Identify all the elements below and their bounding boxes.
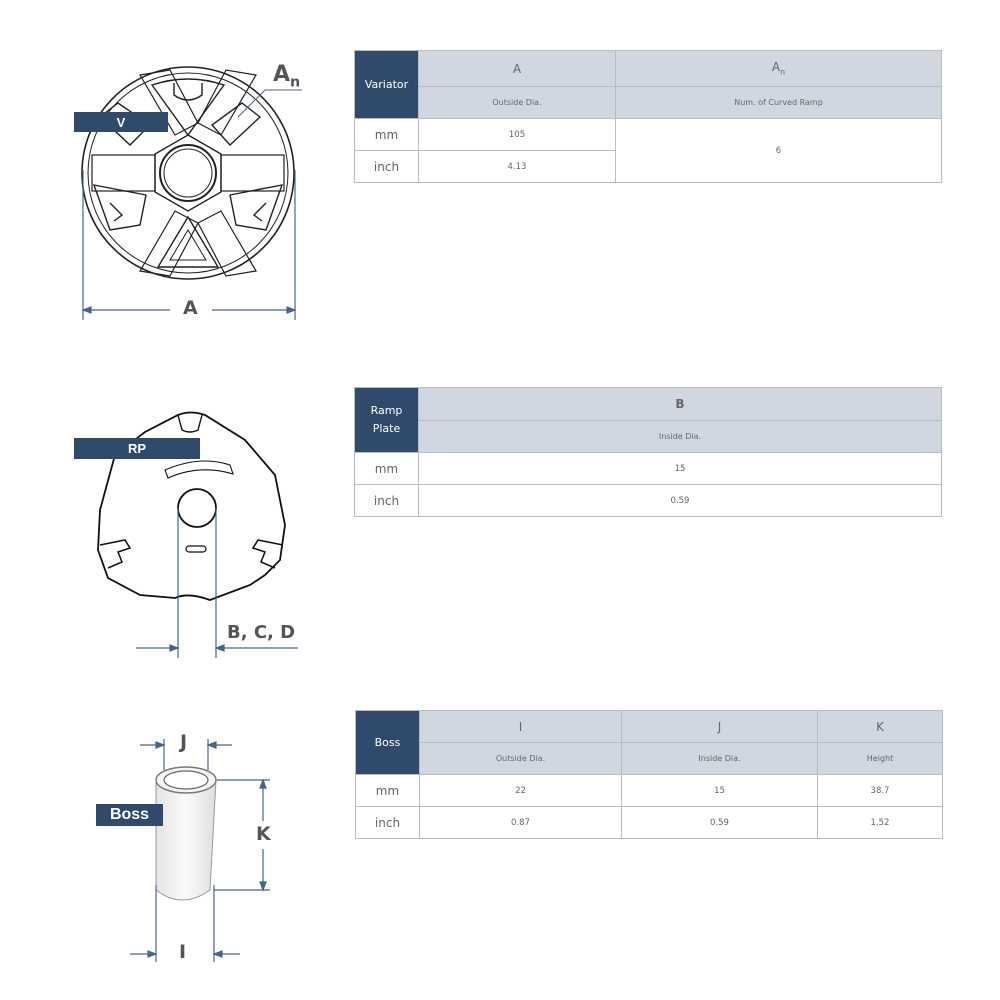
column-desc-outside-dia: Outside Dia. <box>418 86 616 119</box>
column-header-An: An <box>615 50 942 87</box>
column-header-J: J <box>621 710 818 743</box>
table-cell: 0.59 <box>418 484 942 517</box>
column-desc-height: Height <box>817 742 943 775</box>
table-cell: 0.59 <box>621 806 818 839</box>
table-cell-merged: 6 <box>615 118 942 183</box>
column-desc-curved-ramp: Num. of Curved Ramp <box>615 86 942 119</box>
dimension-label-J: J <box>180 731 188 753</box>
boss-drawing-icon <box>130 739 270 962</box>
dimension-label-An: An <box>273 62 301 91</box>
table-cell: 15 <box>621 774 818 807</box>
column-desc-inside-dia: Inside Dia. <box>621 742 818 775</box>
boss-tag: Boss <box>96 804 163 826</box>
variator-spec-table: Variator A An Outside Dia. Num. of Curve… <box>354 50 942 183</box>
row-unit-mm: mm <box>354 118 419 151</box>
boss-spec-table: Boss I J K Outside Dia. Inside Dia. Heig… <box>355 710 943 839</box>
column-desc-inside-dia: Inside Dia. <box>418 420 942 453</box>
row-unit-inch: inch <box>355 806 420 839</box>
dimension-label-I: I <box>179 941 187 963</box>
variator-drawing-icon <box>81 66 302 320</box>
row-unit-mm: mm <box>355 774 420 807</box>
column-header-K: K <box>817 710 943 743</box>
dimension-label-A: A <box>183 297 198 319</box>
table-cell: 4.13 <box>418 150 616 183</box>
column-header-A: A <box>418 50 616 87</box>
column-header-I: I <box>419 710 622 743</box>
dimension-label-K: K <box>256 823 271 845</box>
table-cell: 1.52 <box>817 806 943 839</box>
table-corner-variator: Variator <box>354 50 419 119</box>
table-corner-boss: Boss <box>355 710 420 775</box>
column-desc-outside-dia: Outside Dia. <box>419 742 622 775</box>
table-cell: 0.87 <box>419 806 622 839</box>
column-header-B: B <box>418 387 942 421</box>
variator-diagram: An A <box>70 55 310 325</box>
row-unit-inch: inch <box>354 150 419 183</box>
row-unit-mm: mm <box>354 452 419 485</box>
variator-tag: V <box>74 112 168 132</box>
boss-diagram: J K I <box>90 725 290 970</box>
ramp-plate-diagram: B, C, D <box>70 400 310 665</box>
dimension-label-bcd: B, C, D <box>227 622 296 643</box>
ramp-plate-drawing-icon <box>97 411 298 658</box>
table-cell: 15 <box>418 452 942 485</box>
table-cell: 38.7 <box>817 774 943 807</box>
ramp-plate-tag: RP <box>74 438 200 459</box>
table-cell: 22 <box>419 774 622 807</box>
table-cell: 105 <box>418 118 616 151</box>
row-unit-inch: inch <box>354 484 419 517</box>
